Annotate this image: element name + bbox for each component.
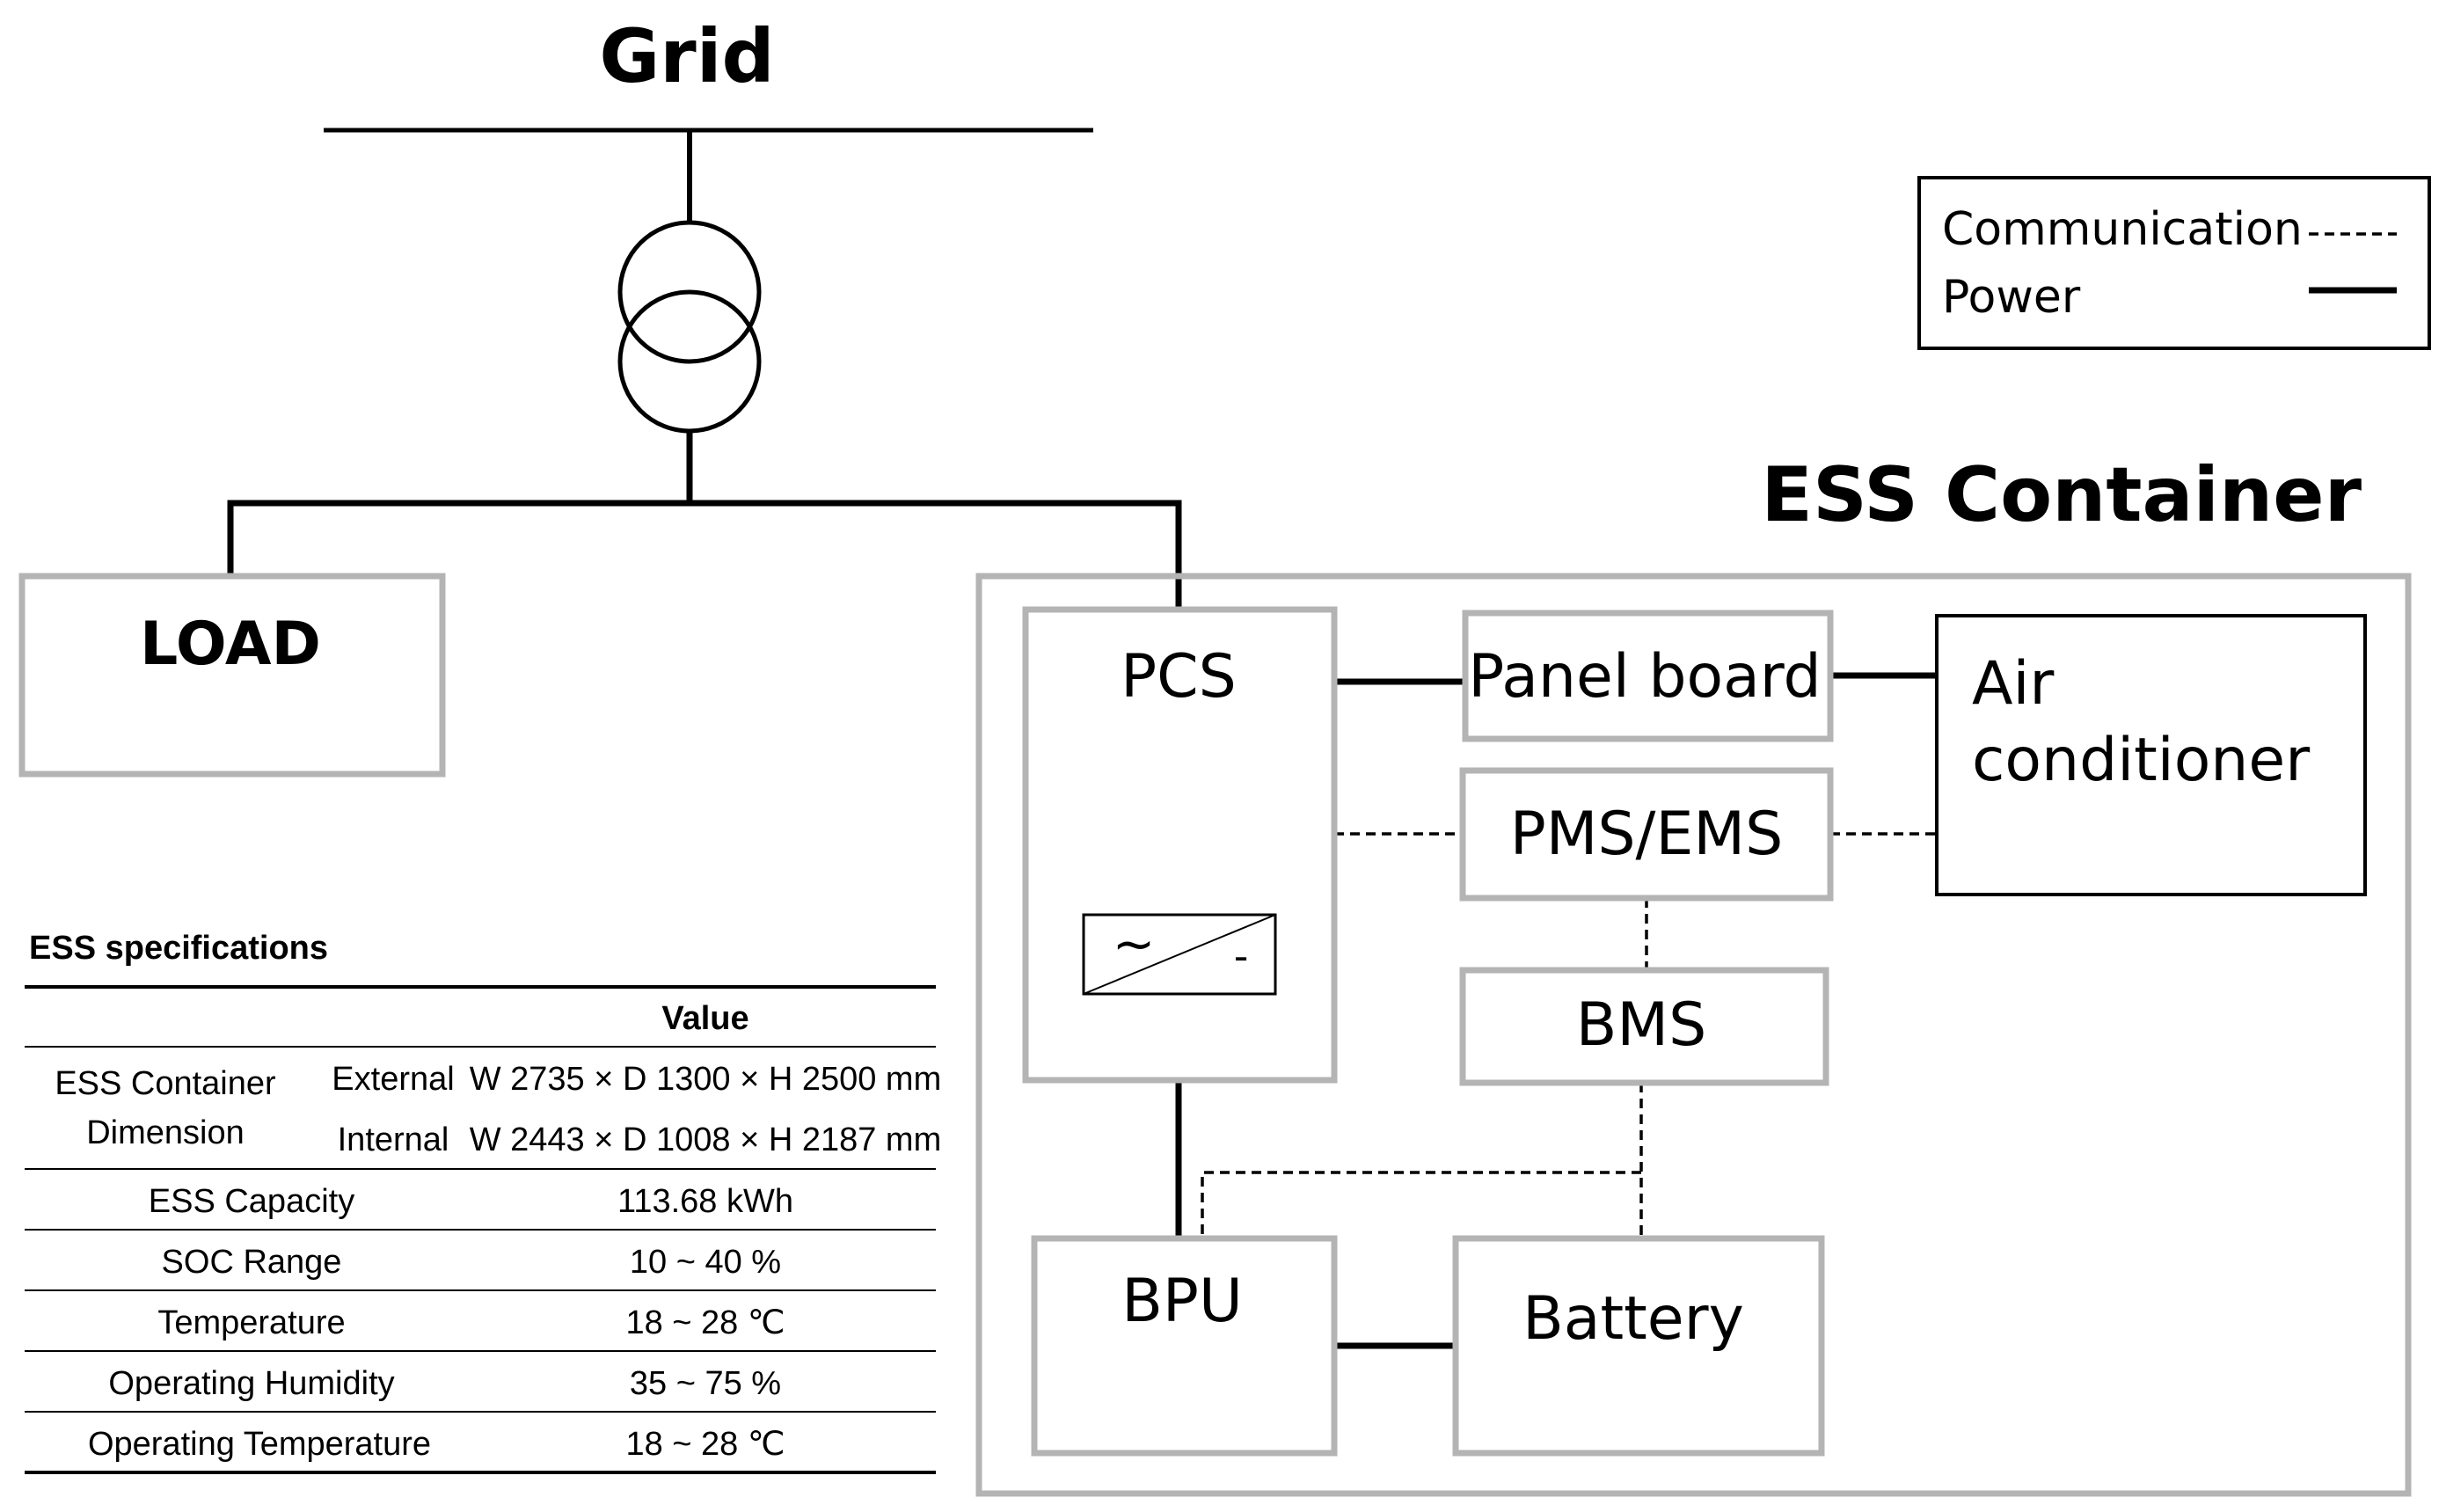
pcs-label: PCS [1121, 642, 1237, 712]
battery-box [1452, 1235, 1825, 1457]
spec-value-operating-temperature: 18 ~ 28 ℃ [625, 1426, 785, 1463]
legend-box [1917, 176, 2431, 350]
bpu-box [1031, 1235, 1338, 1457]
spec-table: ESS specifications Value ESS Container D… [25, 930, 942, 1474]
spec-table-title: ESS specifications [29, 930, 328, 967]
spec-value-internal: W 2443 × D 1008 × H 2187 mm [470, 1121, 942, 1158]
spec-value-temperature: 18 ~ 28 ℃ [625, 1304, 785, 1341]
ess-container-title: ESS Container [1761, 451, 2362, 539]
grid-label: Grid [599, 13, 774, 99]
inverter-ac-symbol: ~ [1113, 914, 1156, 974]
bms-label: BMS [1576, 990, 1706, 1060]
pms-ems-label: PMS/EMS [1510, 800, 1784, 869]
ess-container-box [975, 573, 2412, 1497]
spec-sub-internal: Internal [338, 1121, 449, 1158]
load-label: LOAD [140, 610, 321, 679]
spec-item-operating-temperature: Operating Temperature [88, 1426, 431, 1463]
pms-ems-box [1459, 767, 1834, 902]
spec-sub-external: External [332, 1061, 454, 1098]
legend-power-label: Power [1942, 271, 2081, 324]
spec-value-operating-humidity: 35 ~ 75 % [630, 1365, 781, 1402]
inverter-icon: ~ - [1082, 913, 1277, 996]
air-conditioner-label-line1: Air [1972, 649, 2054, 719]
panel-board-label: Panel board [1468, 642, 1821, 712]
pcs-box [1022, 606, 1338, 1084]
load-box [18, 573, 446, 778]
legend-communication-label: Communication [1942, 203, 2303, 256]
battery-label: Battery [1522, 1284, 1744, 1354]
spec-item-temperature: Temperature [157, 1304, 345, 1341]
inverter-dc-symbol: - [1234, 932, 1249, 980]
spec-item-capacity: ESS Capacity [149, 1183, 354, 1220]
spec-item-dimension-line1: ESS Container [55, 1065, 276, 1102]
spec-item-operating-humidity: Operating Humidity [108, 1365, 394, 1402]
air-conditioner-box [1935, 614, 2367, 896]
spec-value-external: W 2735 × D 1300 × H 2500 mm [470, 1061, 942, 1098]
bpu-label: BPU [1121, 1267, 1242, 1336]
air-conditioner-label-line2: conditioner [1972, 726, 2310, 795]
spec-value-soc-range: 10 ~ 40 % [630, 1244, 781, 1281]
spec-item-soc-range: SOC Range [162, 1244, 342, 1281]
distribution-power-line [227, 500, 1182, 610]
spec-value-capacity: 113.68 kWh [617, 1183, 793, 1220]
value-column-header: Value [661, 1000, 748, 1037]
spec-item-dimension-line2: Dimension [86, 1114, 245, 1151]
bms-bpu-comm-line [1201, 1171, 1641, 1238]
transformer-icon [617, 220, 762, 434]
panel-board-box [1462, 610, 1834, 742]
legend: Communication Power [1917, 176, 2431, 350]
bms-box [1459, 967, 1829, 1086]
